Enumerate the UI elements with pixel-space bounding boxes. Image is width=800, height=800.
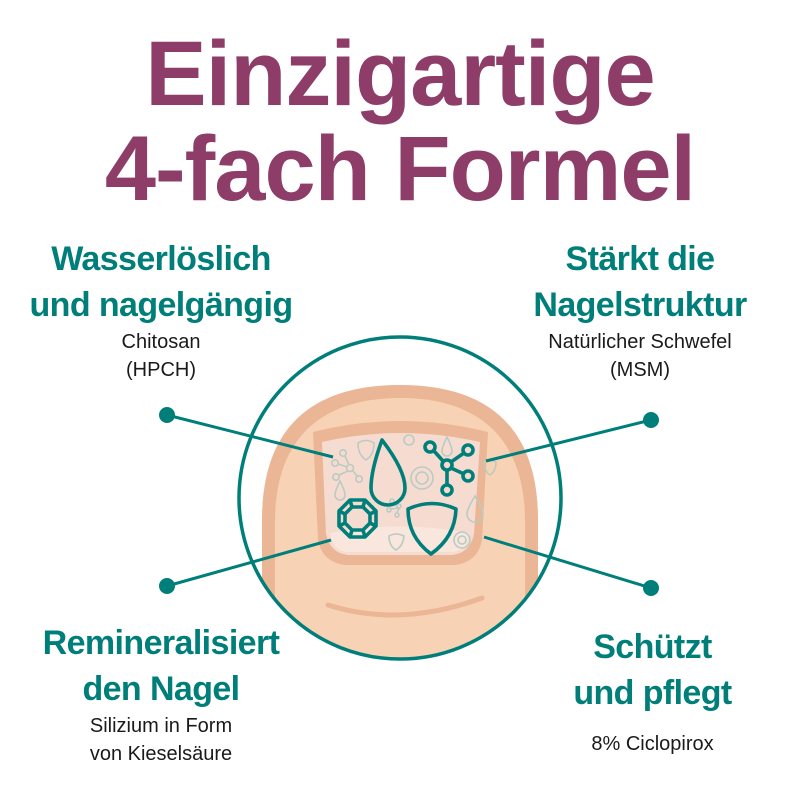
feature-heading: Nagelstruktur <box>533 286 747 324</box>
feature-ingredient: (HPCH) <box>126 359 196 381</box>
circle-frame <box>237 335 563 661</box>
shield-icon <box>406 501 458 556</box>
connector-dot-bottom-right <box>643 580 659 596</box>
connector-bottom-right <box>483 535 652 590</box>
feature-heading: Remineralisiert <box>42 624 280 662</box>
faint-gem-icon <box>410 466 434 490</box>
connector-dot-top-right <box>643 412 659 428</box>
connector-lines <box>166 413 652 590</box>
feature-heading: und nagelgängig <box>29 286 294 324</box>
feature-heading: Wasserlöslich <box>51 240 271 278</box>
water-drop-icon <box>369 438 407 507</box>
feature-ingredient: (MSM) <box>610 359 670 381</box>
feature-ingredient: 8% Ciclopirox <box>591 733 714 755</box>
faint-molecule-icon <box>330 448 363 483</box>
faint-shield-icon <box>388 533 405 551</box>
connector-dot-top-left <box>159 407 175 423</box>
connector-bottom-left <box>166 538 332 588</box>
gem-icon <box>337 498 378 539</box>
feature-ingredient: Natürlicher Schwefel <box>548 331 732 353</box>
feature-ingredient: von Kieselsäure <box>89 743 233 765</box>
faint-drop-icon <box>466 494 484 523</box>
feature-top-left: Wasserlöslich und nagelgängig Chitosan (… <box>0 236 322 384</box>
feature-heading: den Nagel <box>82 670 240 708</box>
faint-drop-icon <box>334 479 346 501</box>
feature-ingredient: Chitosan <box>121 331 201 353</box>
feature-heading: und pflegt <box>573 674 732 712</box>
feature-heading: Stärkt die <box>565 240 716 278</box>
faint-gem-icon <box>403 434 415 446</box>
molecule-icon <box>423 440 475 497</box>
title-line-1: Einzigartige <box>145 23 655 125</box>
feature-ingredient: Silizium in Form <box>89 715 233 737</box>
feature-heading: Schützt <box>593 628 712 666</box>
feature-bottom-right: Schützt und pflegt 8% Ciclopirox <box>505 624 800 758</box>
feature-bottom-left: Remineralisiert den Nagel Silizium in Fo… <box>0 620 322 768</box>
connector-top-right <box>485 418 652 463</box>
connector-dot-bottom-left <box>159 578 175 594</box>
faint-gem-icon <box>453 531 471 549</box>
faint-drop-icon <box>441 435 453 457</box>
faint-shield-icon <box>357 439 375 461</box>
faint-pattern-icons <box>330 434 497 551</box>
feature-top-right: Stärkt die Nagelstruktur Natürlicher Sch… <box>480 236 800 384</box>
connector-top-left <box>166 413 334 459</box>
title-line-2: 4-fach Formel <box>104 118 696 220</box>
